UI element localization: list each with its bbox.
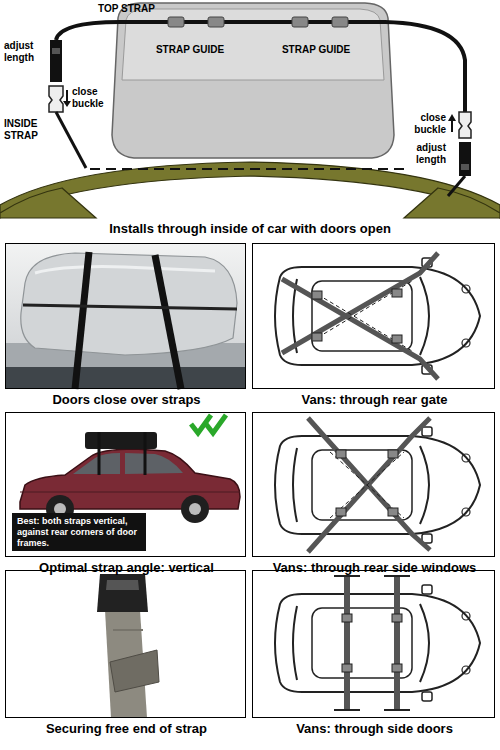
top-strap bbox=[56, 17, 465, 112]
cargo-box bbox=[112, 3, 394, 158]
panel-frame: Doors close over straps bbox=[5, 243, 246, 389]
panel-caption: Optimal strap angle: vertical bbox=[2, 560, 251, 576]
roof-bag-photo bbox=[5, 243, 246, 389]
panel-frame: Vans: through side doors bbox=[252, 570, 495, 718]
part-label: STRAP GUIDE bbox=[276, 44, 356, 56]
sedan-photo bbox=[20, 415, 240, 523]
panel-frame: Vans: through rear gate bbox=[252, 243, 495, 389]
panel-caption: Vans: through side doors bbox=[249, 721, 500, 737]
part-label: STRAP GUIDE bbox=[150, 44, 230, 56]
strap-end-photo bbox=[97, 574, 159, 718]
right-buckle bbox=[448, 112, 471, 196]
panel-caption: Doors close over straps bbox=[2, 392, 251, 408]
instruction-label: close buckle bbox=[72, 86, 110, 110]
panel-caption: Vans: through rear gate bbox=[249, 392, 500, 408]
van-top-rear-windows bbox=[275, 418, 480, 552]
van-top-side-doors bbox=[275, 576, 480, 710]
panel-frame: Vans: through rear side windows bbox=[252, 412, 495, 557]
panel-frame: Optimal strap angle: verticalBest: both … bbox=[5, 412, 246, 557]
instruction-label: adjust length bbox=[404, 142, 446, 166]
panel-frame: Securing free end of strap bbox=[5, 570, 246, 718]
section-caption: Installs through inside of car with door… bbox=[0, 221, 500, 237]
inside-strap bbox=[56, 112, 410, 169]
panel-caption: Securing free end of strap bbox=[2, 721, 251, 737]
instruction-label: adjust length bbox=[4, 40, 46, 64]
instruction-label: close buckle bbox=[404, 112, 446, 136]
strap-label: TOP STRAP bbox=[98, 3, 168, 15]
car-roof bbox=[0, 162, 500, 218]
strap-label: INSIDE STRAP bbox=[4, 118, 50, 142]
panel-caption: Vans: through rear side windows bbox=[249, 560, 500, 576]
photo-note: Best: both straps vertical, against rear… bbox=[12, 513, 146, 551]
left-buckle bbox=[49, 40, 71, 112]
van-top-rear-gate bbox=[275, 253, 480, 379]
